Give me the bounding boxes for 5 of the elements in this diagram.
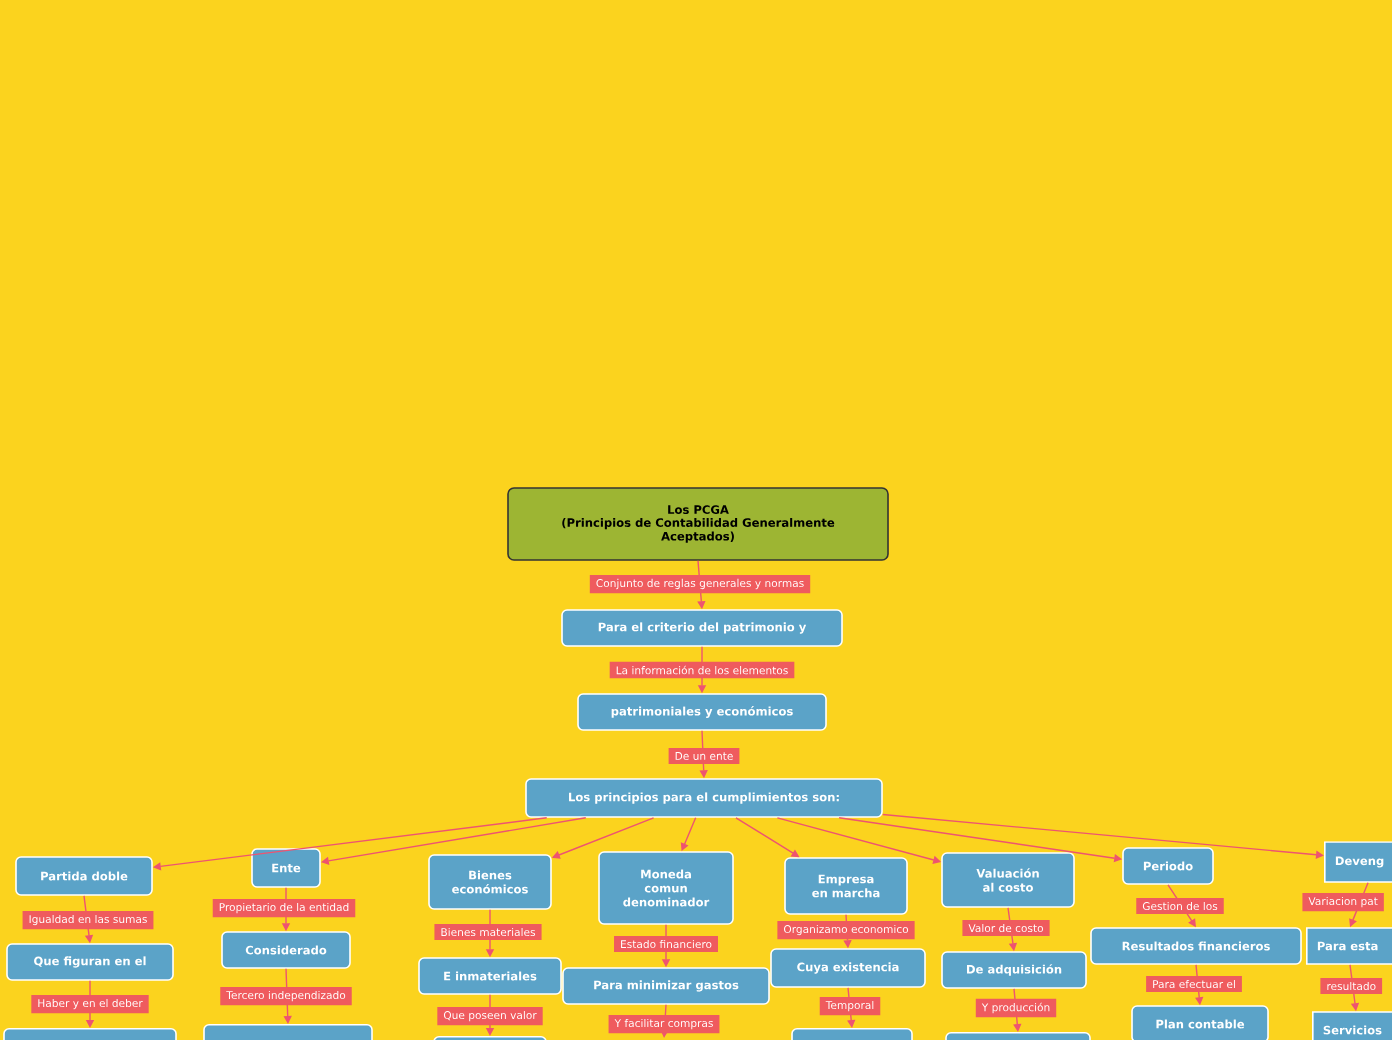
- topic-box: [791, 1028, 913, 1040]
- topic-box: [3, 1028, 177, 1040]
- topic-box: [203, 1024, 373, 1040]
- topic-box: [945, 1032, 1091, 1040]
- arrow: [882, 813, 1324, 859]
